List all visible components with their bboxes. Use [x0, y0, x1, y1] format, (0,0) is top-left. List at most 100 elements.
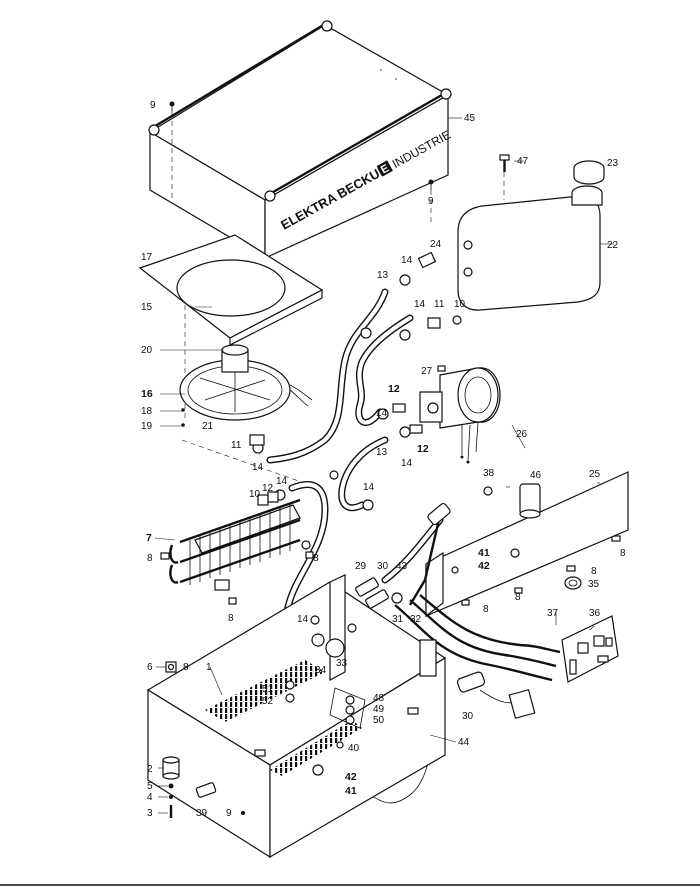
- radiator: [169, 498, 311, 591]
- fittings: [249, 251, 462, 506]
- main-housing: [146, 574, 447, 859]
- label-14c: 14: [376, 408, 388, 419]
- plug-43: [427, 502, 451, 526]
- screw-9-top: [169, 101, 175, 112]
- label-17: 17: [141, 252, 153, 263]
- fan-plate: [138, 234, 324, 346]
- label-37: 37: [547, 608, 559, 619]
- label-30a: 30: [377, 561, 389, 572]
- leader-lines: [154, 117, 614, 814]
- label-12b: 12: [417, 443, 429, 455]
- label-13a: 13: [377, 270, 389, 281]
- label-34: 34: [315, 665, 327, 676]
- label-11b: 11: [231, 440, 242, 451]
- label-49: 49: [373, 704, 385, 715]
- label-42b: 42: [345, 771, 357, 783]
- label-35: 35: [588, 579, 600, 590]
- nut-38: [483, 486, 493, 496]
- bolt-stack: [168, 783, 174, 818]
- label-48: 48: [373, 693, 385, 704]
- label-33: 33: [336, 658, 348, 669]
- label-6: 6: [147, 662, 153, 673]
- nut-6: [165, 661, 177, 673]
- label-10a: 10: [454, 299, 466, 310]
- label-14e: 14: [401, 458, 413, 469]
- label-40: 40: [348, 743, 360, 754]
- label-32: 32: [410, 614, 422, 625]
- label-36: 36: [589, 608, 601, 619]
- label-14f: 14: [276, 476, 288, 487]
- label-14g: 14: [363, 482, 375, 493]
- plug-30-lower: [456, 671, 486, 693]
- label-1: 1: [206, 662, 212, 673]
- label-22: 22: [607, 240, 619, 251]
- label-8d: 8: [591, 566, 597, 577]
- label-27: 27: [421, 366, 433, 377]
- label-8c: 8: [620, 548, 626, 559]
- label-3: 3: [147, 808, 153, 819]
- label-2: 2: [147, 764, 153, 775]
- pump: [419, 367, 501, 464]
- grommet-35: [564, 576, 582, 590]
- fan-assembly: [179, 344, 313, 421]
- label-26: 26: [516, 429, 528, 440]
- label-8b: 8: [313, 553, 319, 564]
- label-8h: 8: [183, 662, 189, 673]
- label-4: 4: [147, 792, 153, 803]
- screw-27: [437, 365, 446, 372]
- label-7: 7: [146, 532, 152, 544]
- label-23: 23: [607, 158, 619, 169]
- label-18: 18: [141, 406, 153, 417]
- foot-2: [162, 756, 180, 780]
- label-29: 29: [355, 561, 367, 572]
- label-15: 15: [141, 302, 153, 313]
- label-14a: 14: [401, 255, 413, 266]
- fittings-29-31: [355, 577, 403, 609]
- label-46: 46: [530, 470, 542, 481]
- label-14h: 14: [297, 614, 309, 625]
- label-10b: 10: [249, 489, 261, 500]
- label-20: 20: [141, 345, 153, 356]
- label-16: 16: [141, 388, 153, 400]
- label-31: 31: [392, 614, 404, 625]
- label-47: 47: [517, 156, 529, 167]
- water-tank: [457, 185, 603, 311]
- part-39: [195, 782, 217, 798]
- label-12c: 12: [262, 483, 274, 494]
- callout-labels: 9 45 47 23 9 22 24 17 14 13 14 11 10 15 …: [141, 100, 626, 819]
- label-24: 24: [430, 239, 442, 250]
- hose-long-left: [266, 288, 389, 464]
- label-19: 19: [141, 421, 153, 432]
- label-8e: 8: [515, 592, 521, 603]
- label-9: 9: [150, 100, 156, 111]
- label-14d: 14: [252, 462, 264, 473]
- label-44: 44: [458, 737, 470, 748]
- label-30b: 30: [462, 711, 474, 722]
- label-51: 51: [262, 684, 274, 695]
- label-50: 50: [373, 715, 385, 726]
- tank-cap: [573, 160, 605, 185]
- label-12a: 12: [388, 383, 400, 395]
- hose-mid: [355, 314, 414, 426]
- label-41a: 41: [478, 547, 490, 559]
- screw-47: [499, 154, 510, 172]
- hose-pump: [381, 516, 444, 584]
- label-39: 39: [196, 808, 208, 819]
- label-25: 25: [589, 469, 601, 480]
- label-21: 21: [202, 421, 214, 432]
- label-9c: 9: [226, 808, 232, 819]
- screw-9-right: [428, 179, 434, 190]
- hose-lower: [338, 436, 389, 512]
- part-46: [519, 483, 541, 519]
- label-5: 5: [147, 781, 153, 792]
- label-41b: 41: [345, 785, 357, 797]
- label-45: 45: [464, 113, 476, 124]
- label-11a: 11: [434, 299, 445, 310]
- label-43: 43: [396, 561, 408, 572]
- label-13b: 13: [376, 447, 388, 458]
- circuit-board: [561, 615, 619, 683]
- label-8a: 8: [147, 553, 153, 564]
- label-14b: 14: [414, 299, 426, 310]
- label-42a: 42: [478, 560, 490, 572]
